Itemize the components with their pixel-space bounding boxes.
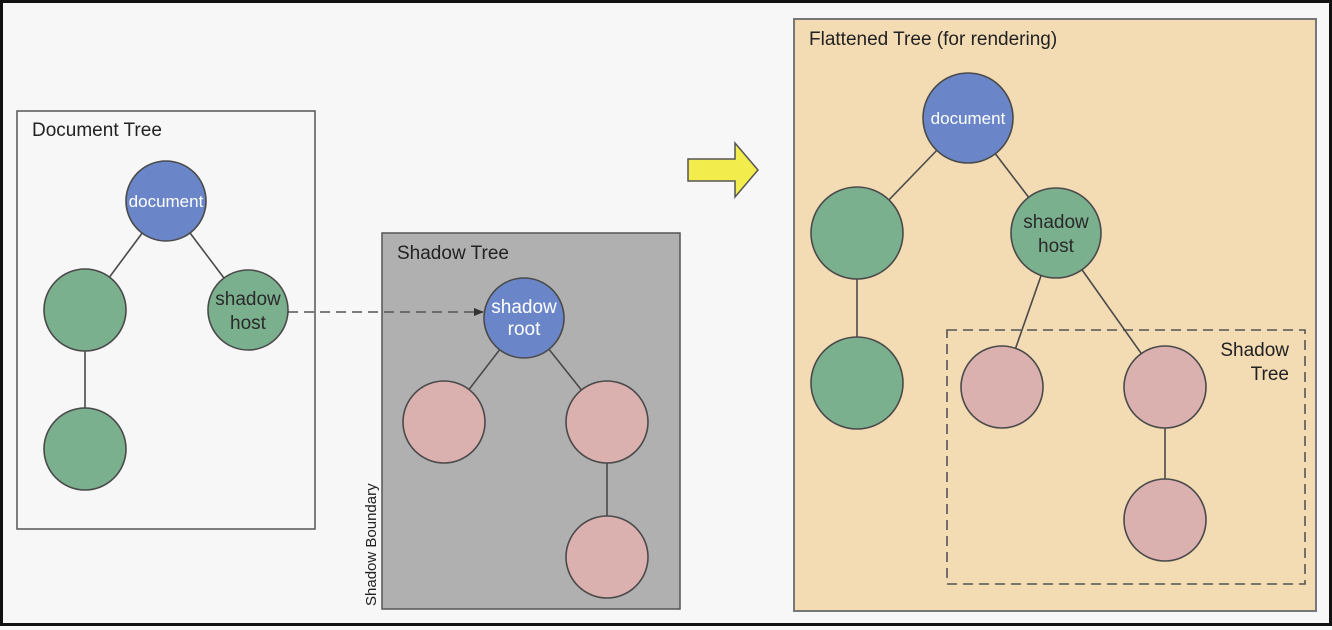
inner-shadow-label-line1: Shadow <box>1220 340 1289 361</box>
edge-fhost-fs2 <box>1081 269 1142 354</box>
inner-shadow-tree-boundary <box>946 329 1306 585</box>
node-circle-s3 <box>565 515 649 599</box>
node-circle-s1 <box>402 380 486 464</box>
node-fdoc: document <box>922 72 1014 164</box>
node-label-host: host <box>230 313 267 334</box>
node-label-fhost: shadow <box>1023 212 1089 233</box>
node-fs3 <box>1123 478 1207 562</box>
shadow-boundary-label: Shadow Boundary <box>363 483 380 606</box>
node-fleft <box>810 186 904 280</box>
node-label-root: shadow <box>491 297 557 318</box>
node-circle-doc <box>125 160 207 242</box>
edge-root-s1 <box>468 349 501 390</box>
node-circle-root <box>483 277 565 359</box>
transform-arrow-icon <box>687 140 759 200</box>
node-circle-fdoc <box>922 72 1014 164</box>
node-circle-left <box>43 268 127 352</box>
node-circle-fleft <box>810 186 904 280</box>
node-label-fhost: host <box>1038 236 1075 257</box>
edge-doc-left <box>108 232 143 278</box>
node-host: shadow host <box>207 269 289 351</box>
node-circle-fs1 <box>960 345 1044 429</box>
node-fs2 <box>1123 345 1207 429</box>
node-fs1 <box>960 345 1044 429</box>
nodes-layer: documentshadowhostshadowrootdocumentshad… <box>43 72 1207 599</box>
edge-doc-host <box>189 232 225 279</box>
node-left <box>43 268 127 352</box>
node-circle-fs2 <box>1123 345 1207 429</box>
node-circle-host <box>207 269 289 351</box>
edge-fhost-fs1 <box>1014 275 1042 349</box>
node-s3 <box>565 515 649 599</box>
node-circle-s2 <box>565 380 649 464</box>
node-circle-fhost <box>1010 187 1102 279</box>
edge-root-s2 <box>548 348 583 391</box>
flattened-tree-box <box>793 18 1317 612</box>
node-s2 <box>565 380 649 464</box>
edges-layer <box>84 149 1166 516</box>
shadow-tree-title: Shadow Tree <box>397 243 509 264</box>
node-fleftchild <box>810 336 904 430</box>
node-circle-leftchild <box>43 407 127 491</box>
node-leftchild <box>43 407 127 491</box>
node-doc: document <box>125 160 207 242</box>
node-circle-fleftchild <box>810 336 904 430</box>
flattened-tree-title: Flattened Tree (for rendering) <box>809 29 1057 50</box>
inner-shadow-label-line2: Tree <box>1251 364 1289 385</box>
node-fhost: shadow host <box>1010 187 1102 279</box>
edge-fdoc-fhost <box>994 153 1030 198</box>
node-s1 <box>402 380 486 464</box>
node-label-host: shadow <box>215 289 281 310</box>
node-label-fdoc: document <box>931 109 1006 128</box>
node-circle-fs3 <box>1123 478 1207 562</box>
node-label-root: root <box>508 319 541 340</box>
node-label-doc: document <box>129 192 204 211</box>
flattened-tree-panel: Flattened Tree (for rendering) Shadow Tr… <box>793 18 1317 612</box>
document-tree-title: Document Tree <box>32 120 162 141</box>
edge-fdoc-fleft <box>888 149 938 201</box>
